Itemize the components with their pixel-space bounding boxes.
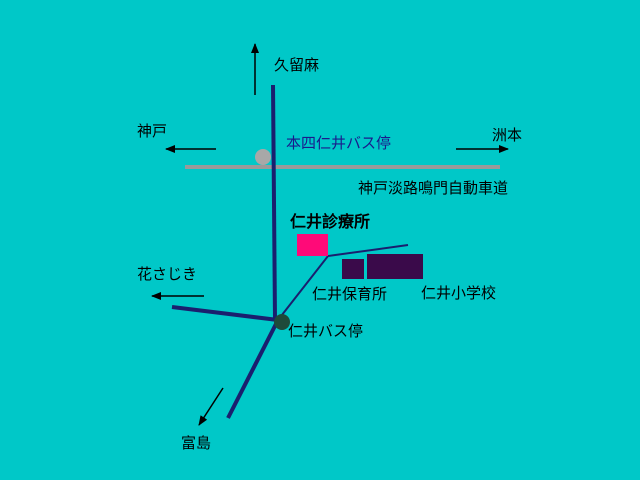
main-road-vertical (271, 84, 277, 321)
label-elementary: 仁井小学校 (421, 284, 497, 302)
label-nii-bus-stop: 仁井バス停 (288, 322, 364, 340)
label-hanasajiki: 花さじき (137, 265, 198, 283)
label-kobe: 神戸 (137, 122, 168, 140)
road-west (171, 305, 279, 322)
clinic-building (297, 234, 328, 256)
nii-bus-stop-marker (274, 314, 290, 330)
label-expressway: 神戸淡路鳴門自動車道 (358, 179, 509, 197)
road-southwest (226, 319, 280, 419)
label-kurumaso: 久留麻 (274, 56, 320, 74)
label-sumoto: 洲本 (492, 126, 523, 144)
label-clinic: 仁井診療所 (290, 212, 371, 231)
elementary-building (367, 254, 423, 279)
hon4-bus-stop-marker (255, 149, 271, 165)
nursery-building (342, 259, 364, 279)
label-tomishima: 富島 (181, 434, 212, 452)
arrow-southwest-icon (198, 387, 224, 426)
label-hon4-bus-stop: 本四仁井バス停 (286, 134, 392, 152)
label-nursery: 仁井保育所 (312, 285, 388, 303)
